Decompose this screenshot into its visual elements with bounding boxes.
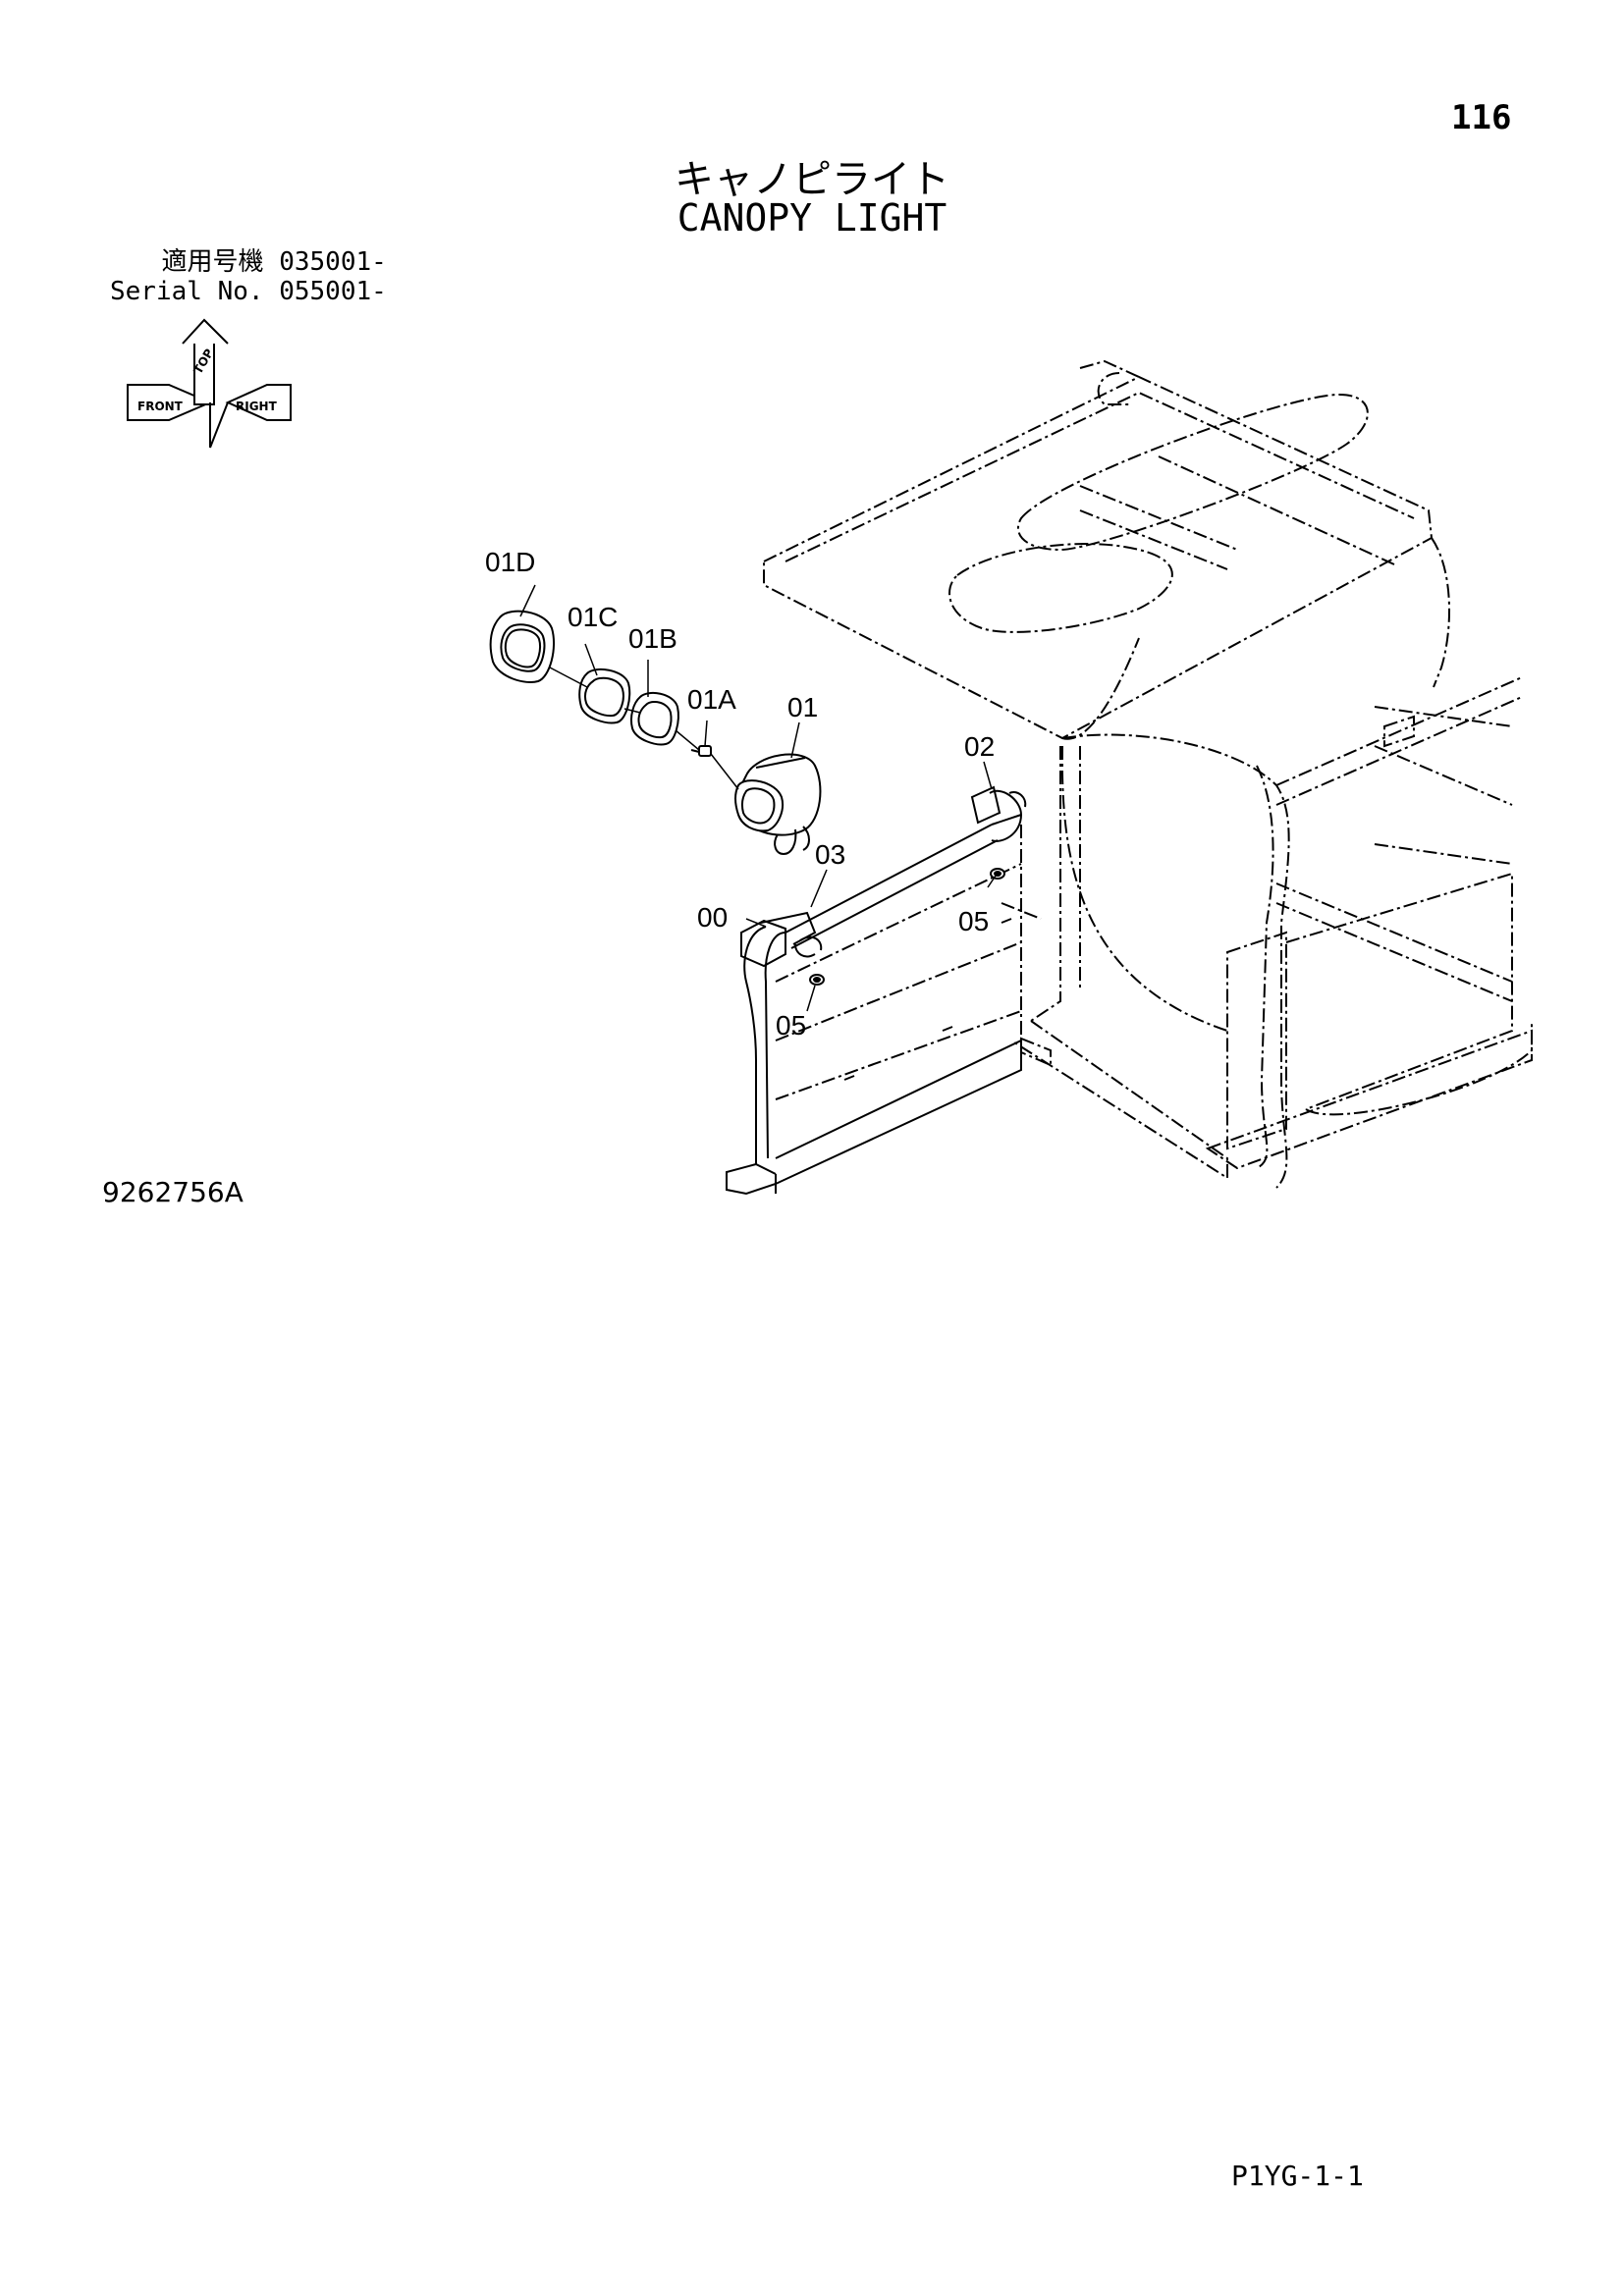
page-title-japanese: キャノピライト	[675, 157, 949, 202]
callout-05-right: 05	[958, 906, 989, 936]
callout-01A: 01A	[687, 684, 736, 715]
serial-label-english: Serial No.	[110, 277, 264, 306]
serial-label-japanese: 適用号機	[161, 247, 264, 277]
gasket-01C	[578, 667, 631, 724]
serial-row-english: Serial No. 055001-	[110, 277, 387, 306]
serial-applicability: 適用号機 035001- Serial No. 055001-	[110, 247, 387, 306]
nut-05-left	[809, 974, 825, 986]
nut-05-right	[990, 868, 1005, 880]
callout-02: 02	[964, 731, 995, 762]
orientation-label-right: RIGHT	[236, 400, 278, 413]
lens-01B	[630, 691, 679, 746]
callout-00: 00	[697, 902, 728, 933]
light-bracket-assembly	[726, 785, 1027, 1196]
callout-05-left: 05	[776, 1010, 806, 1041]
page-title-english: CANOPY LIGHT	[677, 196, 947, 240]
serial-value-english: 055001-	[279, 277, 387, 306]
sheet-code: P1YG-1-1	[1231, 2160, 1364, 2192]
orientation-indicator: TOP FRONT RIGHT	[127, 318, 292, 449]
bulb-01A	[690, 745, 712, 757]
callout-01C: 01C	[568, 602, 618, 632]
leader-lines	[519, 584, 997, 1012]
callout-01: 01	[787, 692, 818, 722]
serial-row-japanese: 適用号機 035001-	[110, 247, 387, 277]
callout-01D: 01D	[485, 547, 535, 577]
serial-value-japanese: 035001-	[279, 247, 387, 277]
canopy-frame	[763, 359, 1533, 1189]
canopy-lamp-01	[734, 753, 822, 856]
orientation-label-front: FRONT	[137, 400, 184, 413]
callout-03: 03	[815, 839, 845, 870]
drawing-number: 9262756A	[102, 1176, 244, 1208]
page-number: 116	[1451, 98, 1512, 137]
lens-rim-01D	[489, 610, 556, 683]
callout-01B: 01B	[628, 623, 677, 654]
